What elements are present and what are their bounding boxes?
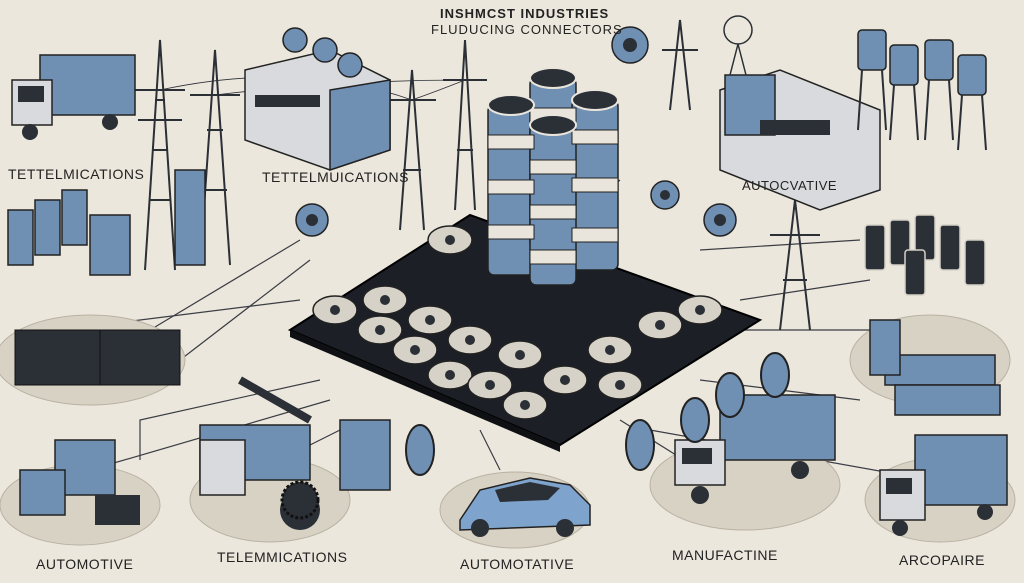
radar-dish-icon <box>723 15 753 76</box>
label-bottom-left: AUTOMOTIVE <box>36 556 134 572</box>
truck-icon <box>879 434 1008 536</box>
label-right-upper: AUTOCVATIVE <box>742 178 838 193</box>
server-rack-icon <box>174 169 391 491</box>
tire-icon <box>280 480 320 520</box>
coil-stack-icon <box>864 214 986 296</box>
label-bottom-center: AUTOMOTATIVE <box>460 556 575 572</box>
factory-icon <box>719 69 881 211</box>
label-bottom-center-left: TELEMMICATIONS <box>217 549 348 565</box>
tank-tower-legs <box>857 69 987 151</box>
factory-icon <box>244 49 391 172</box>
label-left-upper: TETTELMICATIONS <box>8 166 145 182</box>
panel-stack-icon <box>869 319 1001 416</box>
gear-hub-icon <box>306 38 726 226</box>
connector-stack-icon <box>487 67 619 286</box>
label-bottom-right: ARCOPAIRE <box>899 552 985 568</box>
label-center-upper: TETTELMUICATIONS <box>262 169 409 185</box>
truck-icon <box>11 54 136 140</box>
server-rack-icon <box>7 189 131 276</box>
header-line-1: INSHMCST INDUSTRIES <box>440 6 610 21</box>
label-bottom-center-right: MANUFACTINE <box>672 547 778 563</box>
truck-icon <box>19 439 140 525</box>
circuit-board <box>287 213 763 452</box>
tank-tower-icon <box>857 29 987 96</box>
wheel-icon <box>405 352 790 476</box>
header-line-2: FLUDUCING CONNECTORS <box>431 22 623 37</box>
transmission-tower-icon <box>135 19 820 331</box>
server-rack-icon <box>14 329 181 386</box>
car-icon <box>459 477 591 537</box>
connector-discs <box>312 225 723 420</box>
